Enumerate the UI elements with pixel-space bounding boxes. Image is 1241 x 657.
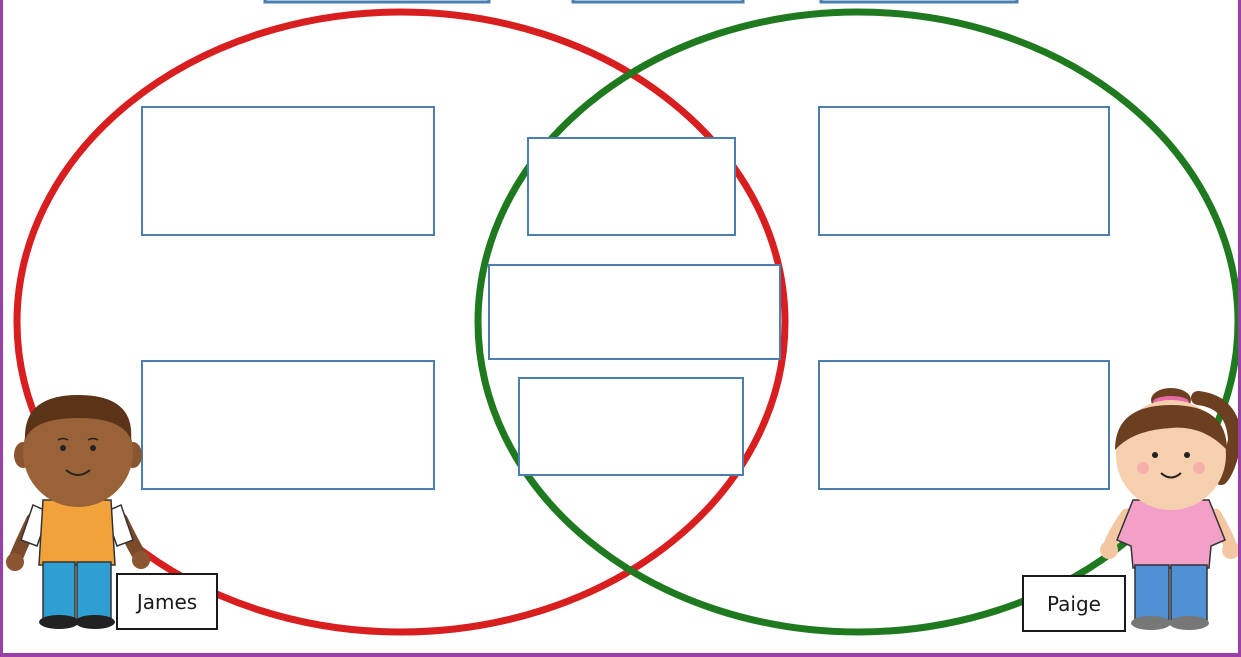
- right-only-box-1[interactable]: [819, 107, 1109, 235]
- james-label: James: [116, 573, 218, 630]
- venn-diagram: [3, 0, 1238, 653]
- right-only-box-2[interactable]: [819, 361, 1109, 489]
- both-box-3[interactable]: [519, 378, 743, 475]
- both-box-2[interactable]: [489, 265, 780, 359]
- left-only-box-1[interactable]: [142, 107, 434, 235]
- both-box-1[interactable]: [528, 138, 735, 235]
- left-only-box-2[interactable]: [142, 361, 434, 489]
- top-header-box-3[interactable]: [821, 0, 1017, 2]
- paige-label: Paige: [1022, 575, 1126, 632]
- top-header-box-1[interactable]: [265, 0, 489, 2]
- top-header-box-2[interactable]: [573, 0, 743, 2]
